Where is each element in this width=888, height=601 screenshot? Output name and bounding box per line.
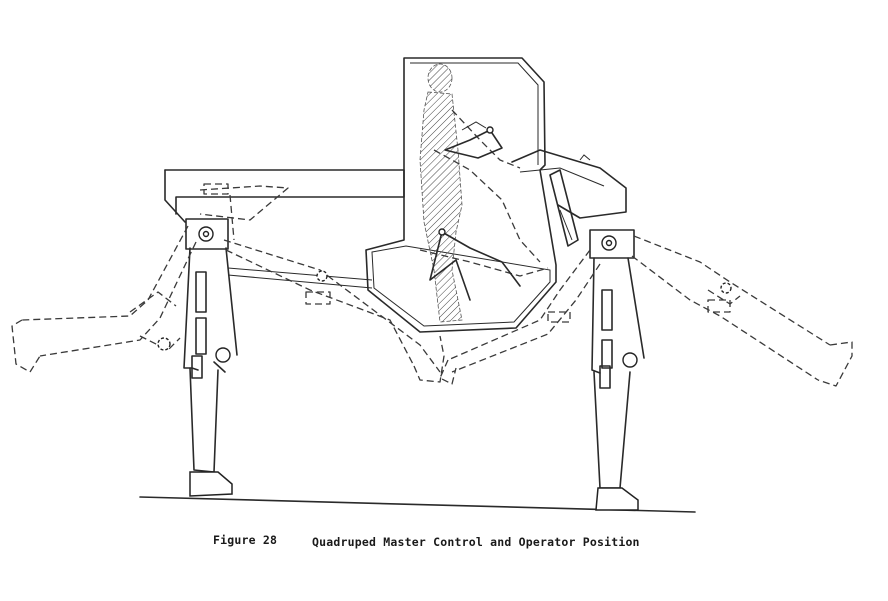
- left-leg-extended-dashed: [11, 225, 197, 373]
- front-hood: [511, 149, 627, 219]
- right-leg-extended-dashed: [631, 235, 853, 387]
- right-leg-solid: [549, 169, 645, 511]
- figure-title: Quadruped Master Control and Operator Po…: [312, 535, 640, 549]
- left-leg-solid: [183, 218, 238, 497]
- figure-caption: Figure 28 Quadruped Master Control and O…: [0, 530, 888, 554]
- right-middle-leg-dashed: [439, 249, 601, 385]
- operator-figure: [419, 63, 549, 323]
- middle-leg-dashed: [199, 183, 445, 383]
- figure-number: Figure 28: [213, 533, 278, 547]
- master-control-linkage: [429, 121, 521, 301]
